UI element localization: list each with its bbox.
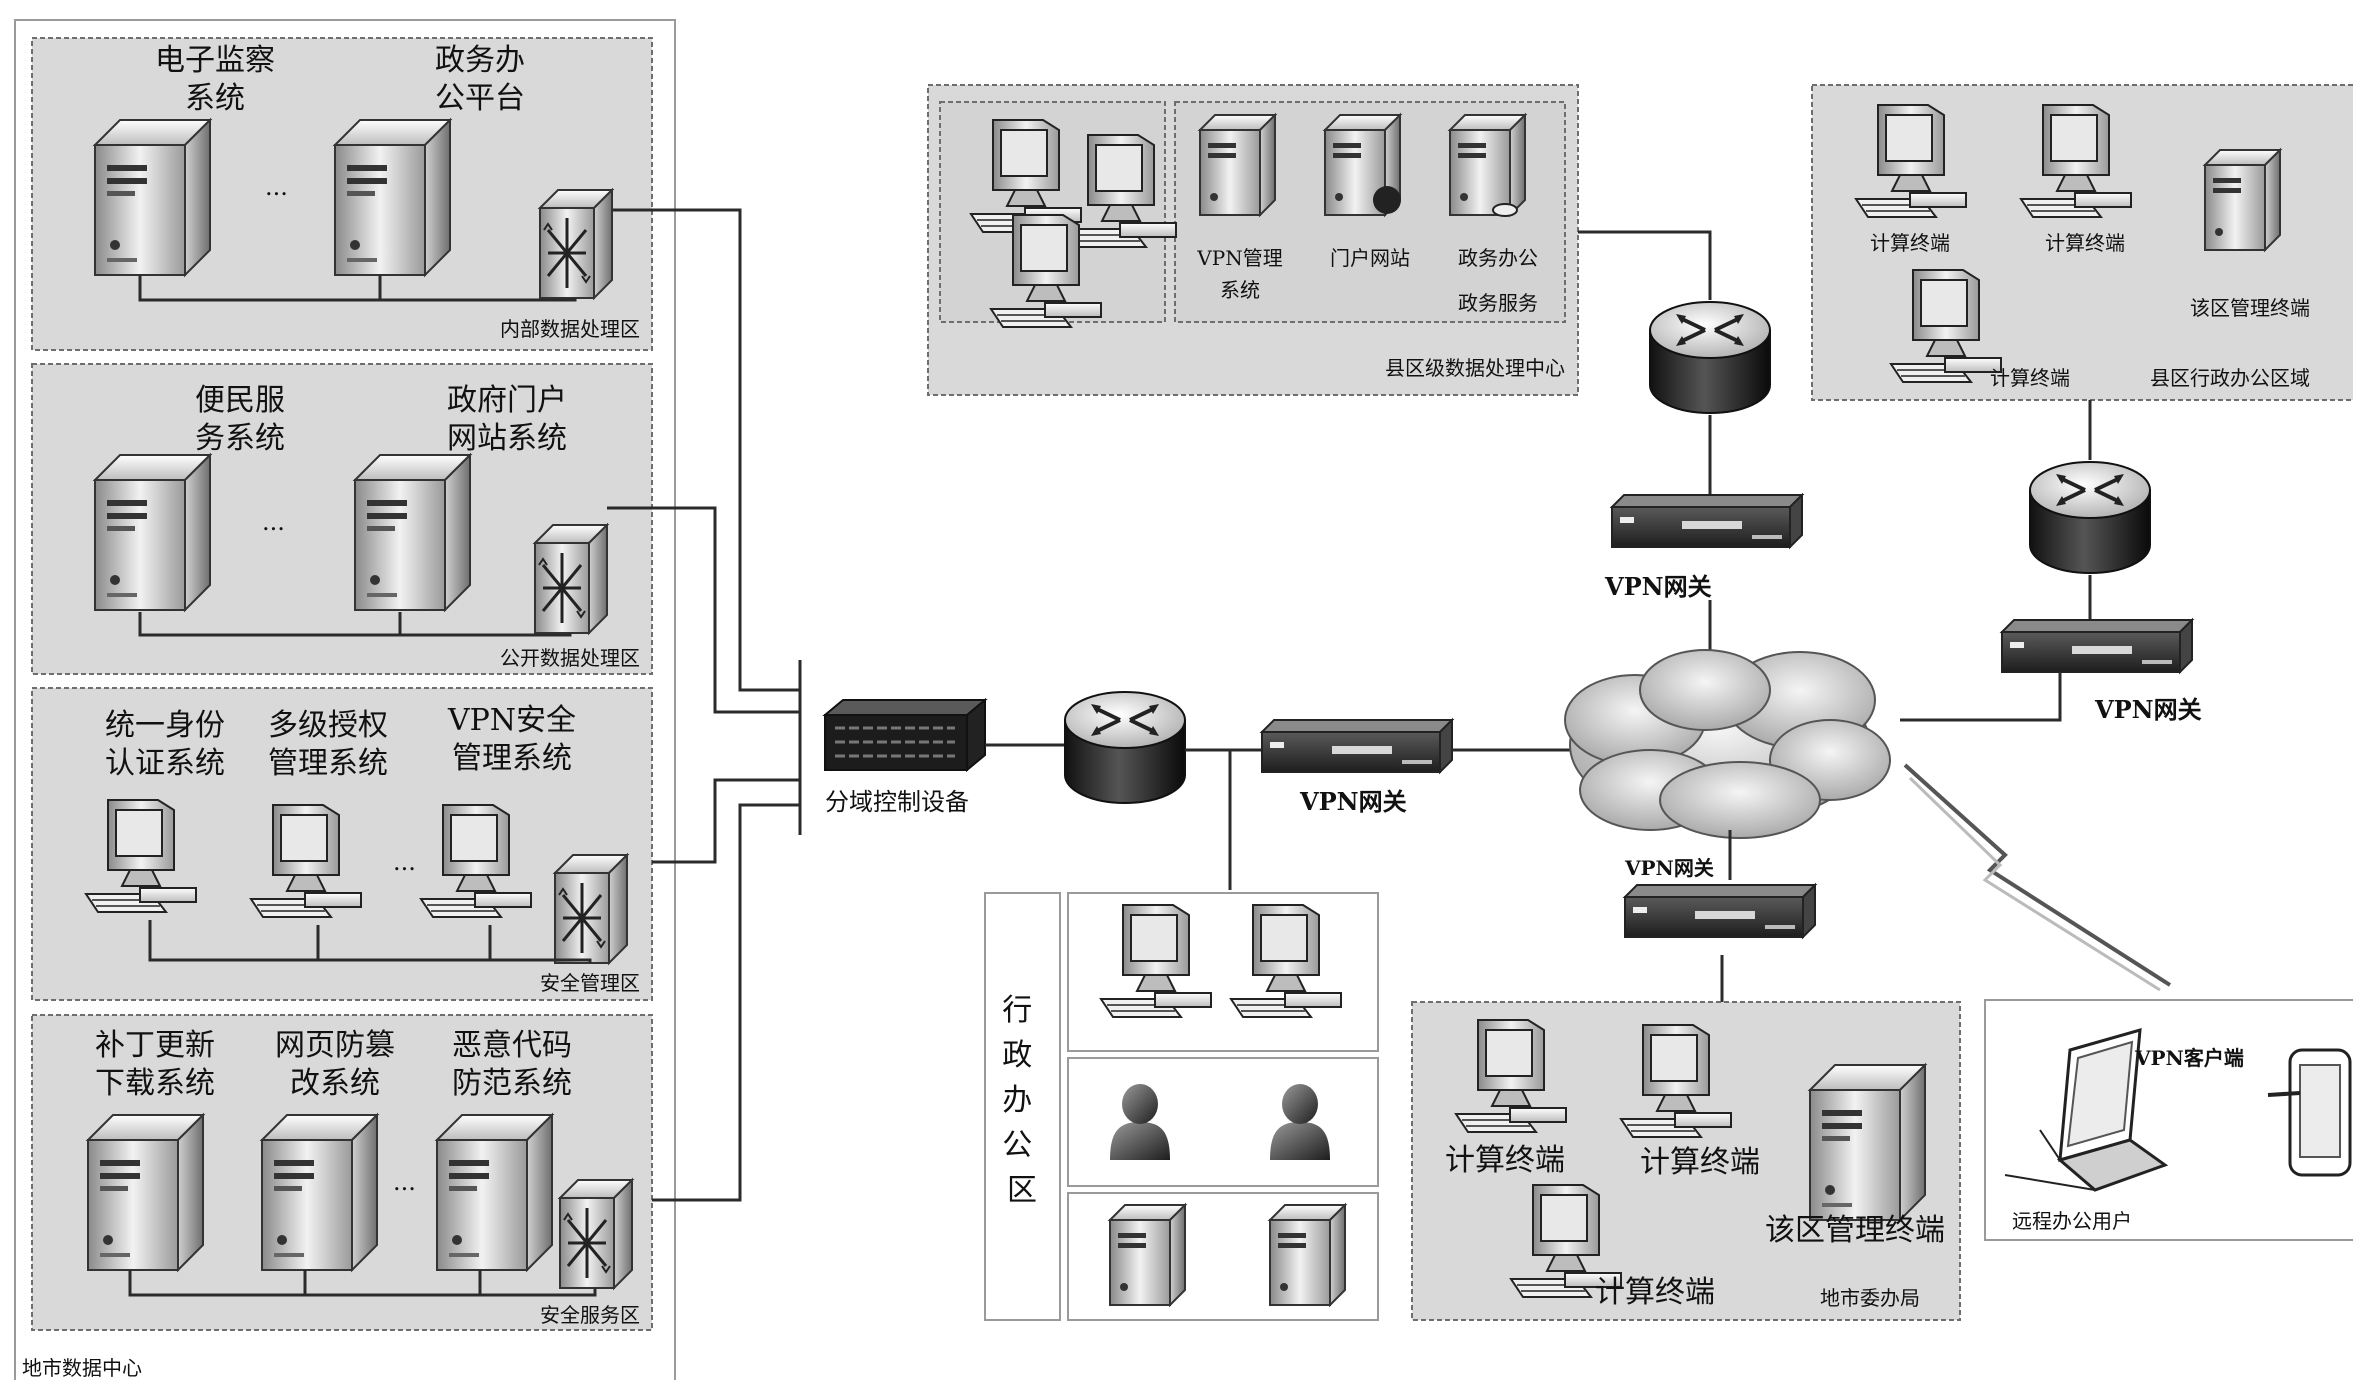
terminal-label: 计算终端 bbox=[1870, 231, 1950, 255]
internet-cloud-icon bbox=[1564, 649, 1891, 839]
system-label: 政务办公平台 bbox=[435, 43, 525, 116]
domain-control-device bbox=[822, 697, 988, 773]
server-icon bbox=[94, 119, 211, 276]
database-server-icon bbox=[1449, 114, 1526, 216]
link-line bbox=[148, 920, 592, 963]
link-line bbox=[1900, 672, 2062, 722]
firewall-switch-icon bbox=[553, 853, 629, 965]
router-icon bbox=[2028, 460, 2152, 575]
link-line bbox=[1578, 230, 1712, 300]
zone-label: 安全服务区 bbox=[540, 1303, 640, 1327]
router-icon bbox=[1063, 690, 1187, 805]
admin-user-group bbox=[1067, 1057, 1379, 1187]
database-icon bbox=[1492, 203, 1518, 217]
ellipsis: ... bbox=[393, 848, 416, 876]
mobile-device-icon bbox=[2267, 1048, 2352, 1177]
globe-icon bbox=[1373, 186, 1401, 214]
server-label: VPN管理系统 bbox=[1196, 246, 1282, 302]
remote-user-label: 远程办公用户 bbox=[2012, 1209, 2132, 1233]
admin-pc-group bbox=[1067, 892, 1379, 1052]
server-icon bbox=[261, 1114, 378, 1271]
server-icon bbox=[354, 454, 471, 611]
server-icon bbox=[2204, 149, 2281, 251]
system-label: 补丁更新下载系统 bbox=[95, 1028, 215, 1101]
firewall-switch-icon bbox=[538, 188, 614, 300]
server-label: 政务办公政务服务 bbox=[1458, 246, 1538, 315]
wireless-link-icon bbox=[1903, 763, 2172, 987]
vpn-gateway-label: VPN网关 bbox=[1604, 572, 1712, 601]
terminal-label: 计算终端 bbox=[1595, 1275, 1715, 1310]
city-bureau-title: 地市委办局 bbox=[1820, 1286, 1920, 1310]
server-icon bbox=[436, 1114, 553, 1271]
system-label: 便民服务系统 bbox=[195, 383, 285, 456]
system-label: 电子监察系统 bbox=[155, 43, 275, 116]
laptop-icon bbox=[2004, 1027, 2169, 1192]
server-icon bbox=[87, 1114, 204, 1271]
ellipsis: ... bbox=[393, 1168, 416, 1196]
server-icon bbox=[1269, 1204, 1346, 1306]
admin-office-title-box bbox=[984, 892, 1061, 1321]
vpn-gateway-label: VPN网关 bbox=[1624, 856, 1714, 880]
vpn-gateway-icon bbox=[2001, 619, 2193, 673]
domain-control-label: 分域控制设备 bbox=[825, 788, 969, 816]
vpn-gateway-icon bbox=[1624, 884, 1816, 938]
server-icon bbox=[1199, 114, 1276, 216]
vpn-gateway-label: VPN网关 bbox=[2094, 695, 2202, 724]
router-icon bbox=[1648, 300, 1772, 415]
server-label: 门户网站 bbox=[1330, 246, 1410, 270]
terminal-label: 计算终端 bbox=[1990, 366, 2070, 390]
firewall-switch-icon bbox=[533, 523, 609, 635]
county-center-title: 县区级数据处理中心 bbox=[1385, 356, 1565, 380]
link-line bbox=[138, 612, 572, 637]
vpn-client-label: VPN客户端 bbox=[2134, 1046, 2244, 1070]
link-line bbox=[128, 1270, 597, 1297]
system-label: 网页防篡改系统 bbox=[275, 1028, 395, 1101]
terminal-label: 计算终端 bbox=[1445, 1143, 1565, 1178]
system-label: VPN安全管理系统 bbox=[447, 703, 576, 776]
ellipsis: ... bbox=[262, 508, 285, 536]
data-center-title: 地市数据中心 bbox=[22, 1356, 142, 1380]
server-icon bbox=[334, 119, 451, 276]
system-label: 恶意代码防范系统 bbox=[452, 1028, 572, 1101]
zone-label: 公开数据处理区 bbox=[500, 646, 640, 670]
terminal-label: 计算终端 bbox=[1640, 1145, 1760, 1180]
system-label: 统一身份认证系统 bbox=[105, 708, 225, 781]
vpn-gateway-label: VPN网关 bbox=[1299, 787, 1407, 816]
zone-label: 安全管理区 bbox=[540, 971, 640, 995]
zone-label: 内部数据处理区 bbox=[500, 317, 640, 341]
link-line bbox=[138, 275, 577, 302]
manager-terminal-label: 该区管理终端 bbox=[1765, 1213, 1945, 1248]
firewall-switch-icon bbox=[558, 1178, 634, 1290]
server-icon bbox=[94, 454, 211, 611]
vpn-gateway-icon bbox=[1261, 719, 1453, 773]
wireless-link-icon bbox=[1908, 776, 2161, 992]
link-line bbox=[607, 208, 800, 1202]
system-label: 政府门户网站系统 bbox=[447, 383, 567, 456]
server-icon bbox=[1109, 1204, 1186, 1306]
admin-office-title: 行 政 办 公 区 bbox=[1002, 993, 1042, 1208]
vpn-gateway-icon bbox=[1611, 494, 1803, 548]
server-icon bbox=[1809, 1064, 1926, 1221]
system-label: 多级授权管理系统 bbox=[268, 708, 388, 781]
county-office-title: 县区行政办公区域 bbox=[2150, 366, 2310, 390]
manager-terminal-label: 该区管理终端 bbox=[2190, 296, 2310, 320]
terminal-label: 计算终端 bbox=[2045, 231, 2125, 255]
ellipsis: ... bbox=[265, 173, 288, 201]
